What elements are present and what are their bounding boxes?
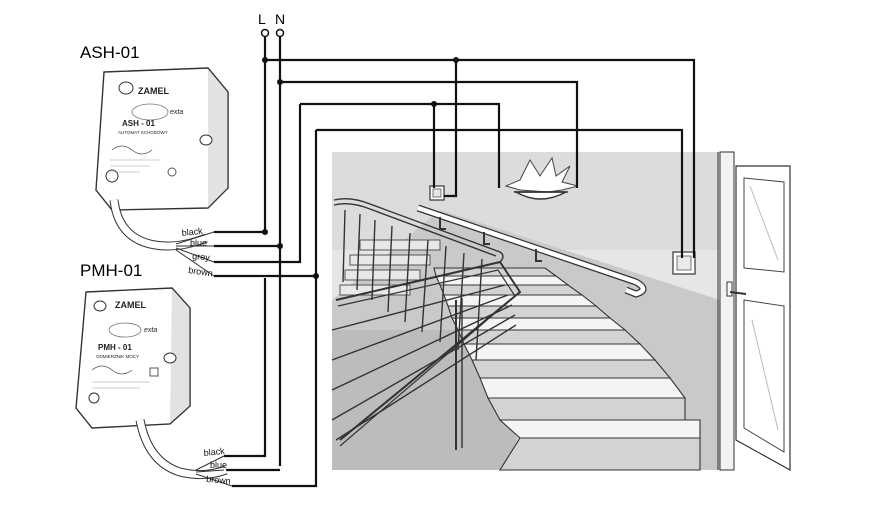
pmh-01-brand: ZAMEL xyxy=(115,300,146,310)
push-button-upper xyxy=(429,185,445,201)
pmh-01-model: PMH - 01 xyxy=(98,343,132,352)
junctions xyxy=(262,57,459,279)
supply-terminals: L N xyxy=(258,11,285,38)
door xyxy=(726,165,791,472)
pmh-01-title: PMH-01 xyxy=(80,261,142,280)
ash-01-sub-brand: exta xyxy=(170,109,183,116)
ash-01-title: ASH-01 xyxy=(80,43,140,62)
supply-neutral-label: N xyxy=(275,11,285,27)
pmh-01-wire-black: black xyxy=(203,446,225,458)
stairs xyxy=(433,267,701,471)
staircase-scene xyxy=(331,151,791,472)
supply-line-label: L xyxy=(258,11,266,27)
ash-01-wire-brown: brown xyxy=(188,265,214,278)
ash-01-wire-black: black xyxy=(181,226,203,238)
push-button-lower xyxy=(672,251,696,275)
pmh-01-device: PMH-01 ZAMEL exta PMH - 01 ODMIERZNIK MO… xyxy=(75,261,233,487)
pmh-01-wire-blue: blue xyxy=(210,460,227,470)
ash-01-wire-grey: grey xyxy=(192,251,211,263)
ash-01-device: ASH-01 ZAMEL exta ASH - 01 AUTOMAT SCHOD… xyxy=(80,43,229,278)
pmh-01-description: ODMIERZNIK MOCY xyxy=(96,354,139,359)
ash-01-description: AUTOMAT SCHODOWY xyxy=(118,130,168,135)
ash-01-wire-blue: blue xyxy=(190,238,207,248)
wall-handrail xyxy=(416,204,647,298)
upper-stairs xyxy=(339,239,441,296)
balustrade xyxy=(331,197,522,450)
ash-01-model: ASH - 01 xyxy=(122,119,155,128)
pmh-01-sub-brand: exta xyxy=(144,327,157,334)
lamp-icon xyxy=(504,156,579,200)
ash-01-brand: ZAMEL xyxy=(138,86,169,96)
pmh-01-wire-brown: brown xyxy=(206,474,231,486)
